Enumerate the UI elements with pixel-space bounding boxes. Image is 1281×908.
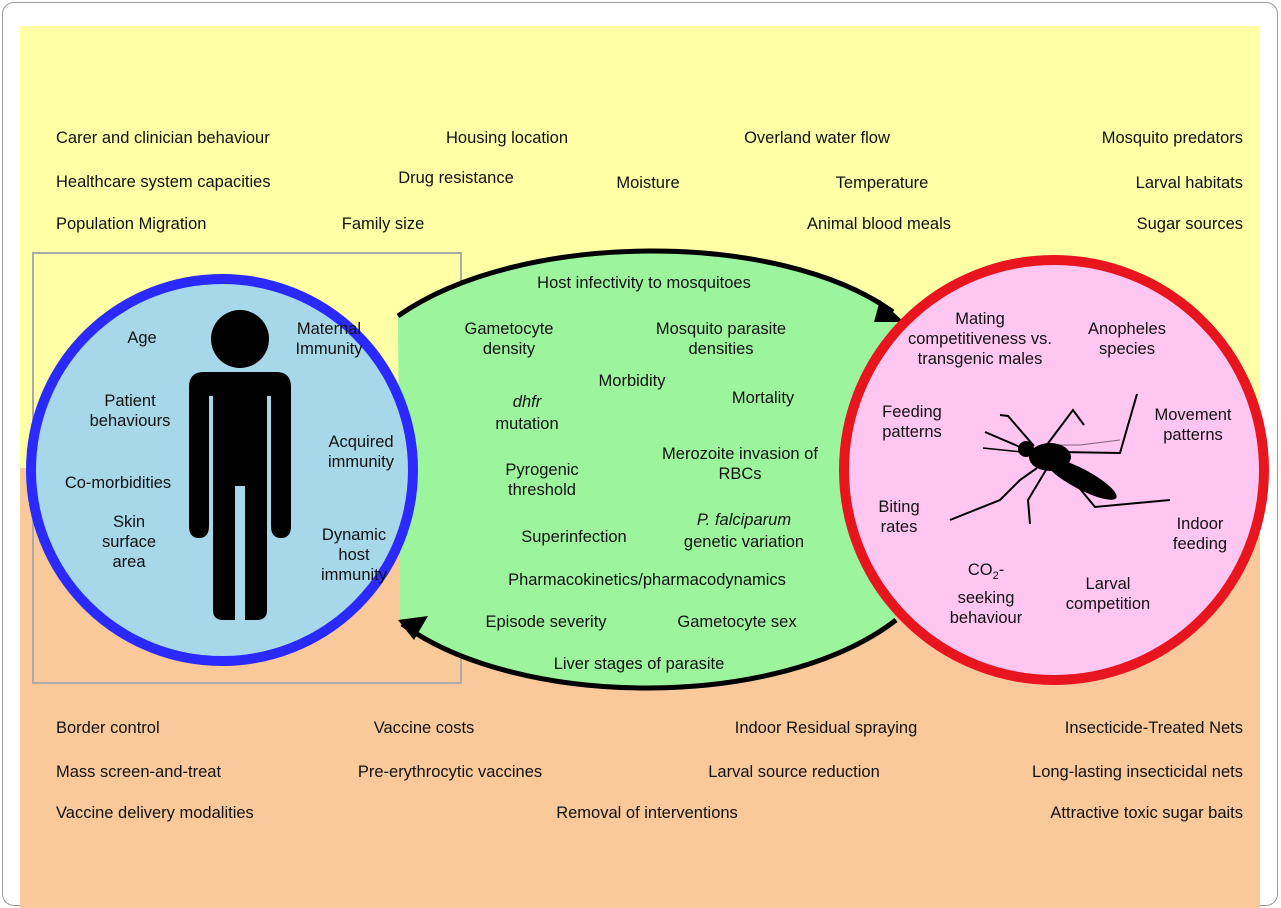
intervention: Pre-erythrocytic vaccines xyxy=(357,763,543,781)
mosquito-factor-mating-competitiveness: Mating competitiveness vs. transgenic ma… xyxy=(908,310,1052,368)
arrowhead-top xyxy=(874,300,904,322)
intervention: Insecticide-Treated Nets xyxy=(1064,719,1243,737)
parasite-factor-gametocyte-density: Gametocyte density xyxy=(464,320,554,358)
env-factor: Sugar sources xyxy=(1136,215,1243,233)
parasite-factor-dhfr: dhfr xyxy=(512,393,542,411)
mosquito-factor-anopheles-species: Anopheles species xyxy=(1088,320,1166,358)
intervention: Vaccine delivery modalities xyxy=(56,804,254,822)
intervention: Mass screen-and-treat xyxy=(56,763,222,781)
mosquito-factor-feeding-patterns: Feeding patterns xyxy=(882,403,942,441)
intervention: Removal of interventions xyxy=(556,804,738,822)
human-factor-age: Age xyxy=(127,329,157,347)
env-factor: Carer and clinician behaviour xyxy=(56,129,270,147)
env-factor: Moisture xyxy=(616,174,680,192)
env-factor: Housing location xyxy=(446,129,568,147)
mosquito-factor-larval-competition: Larval competition xyxy=(1065,575,1151,613)
env-factor: Animal blood meals xyxy=(807,215,951,233)
env-factor: Mosquito predators xyxy=(1101,129,1243,147)
env-factor: Larval habitats xyxy=(1135,174,1243,192)
parasite-factor-pyrogenic-threshold: Pyrogenic threshold xyxy=(505,461,579,499)
intervention: Attractive toxic sugar baits xyxy=(1050,804,1243,822)
intervention: Indoor Residual spraying xyxy=(734,719,918,737)
env-factor: Population Migration xyxy=(56,215,207,233)
mosquito-factor-biting-rates: Biting rates xyxy=(878,498,920,536)
env-factor: Healthcare system capacities xyxy=(56,173,271,191)
intervention: Border control xyxy=(56,719,160,737)
human-factor-acquired-immunity: Acquired immunity xyxy=(327,433,394,471)
human-silhouette-icon xyxy=(189,310,291,620)
intervention: Larval source reduction xyxy=(708,763,880,781)
parasite-factor-mosquito-parasite-densities: Mosquito parasite densities xyxy=(655,320,787,358)
human-factor-dynamic-host-immunity: Dynamic host immunity xyxy=(320,526,387,584)
env-factor: Overland water flow xyxy=(744,129,890,147)
mosquito-factor-movement-patterns: Movement patterns xyxy=(1154,406,1232,444)
human-factor-skin-surface-area: Skin surface area xyxy=(101,513,157,571)
human-factor-co-morbidities: Co-morbidities xyxy=(64,474,172,492)
parasite-factor-liver-stages: Liver stages of parasite xyxy=(553,655,725,673)
env-factor: Drug resistance xyxy=(398,169,514,187)
parasite-factor-superinfection: Superinfection xyxy=(521,528,627,546)
parasite-factor-gametocyte-sex: Gametocyte sex xyxy=(677,613,797,631)
parasite-factor-mortality: Mortality xyxy=(731,389,795,407)
parasite-factor-episode-severity: Episode severity xyxy=(485,613,607,631)
env-factor: Temperature xyxy=(835,174,929,192)
parasite-factor-p-falciparum: P. falciparum xyxy=(696,511,792,529)
human-factor-maternal-immunity: Maternal Immunity xyxy=(295,320,363,358)
parasite-factor-mutation: mutation xyxy=(495,415,559,433)
env-factor: Family size xyxy=(341,215,425,233)
parasite-factor-morbidity: Morbidity xyxy=(598,372,666,390)
mosquito-silhouette-icon xyxy=(949,393,1171,525)
mosquito-factor-indoor-feeding: Indoor feeding xyxy=(1172,515,1228,553)
parasite-factor-host-infectivity: Host infectivity to mosquitoes xyxy=(537,274,751,292)
intervention: Vaccine costs xyxy=(373,719,475,737)
mosquito-factor-seeking-behaviour: seeking behaviour xyxy=(949,589,1023,627)
human-factor-patient-behaviours: Patient behaviours xyxy=(89,392,171,430)
parasite-region xyxy=(398,251,896,688)
transmission-arrow-top xyxy=(396,248,895,319)
mosquito-factor-co2-seeking: CO2- xyxy=(967,561,1005,582)
arrowhead-bottom xyxy=(398,616,428,640)
intervention: Long-lasting insecticidal nets xyxy=(1032,763,1243,781)
parasite-factor-pkpd: Pharmacokinetics/pharmacodynamics xyxy=(508,571,786,589)
transmission-arrow-bottom xyxy=(400,618,898,691)
parasite-factor-genetic-variation: genetic variation xyxy=(683,533,805,551)
parasite-factor-merozoite-invasion: Merozoite invasion of RBCs xyxy=(662,445,818,483)
